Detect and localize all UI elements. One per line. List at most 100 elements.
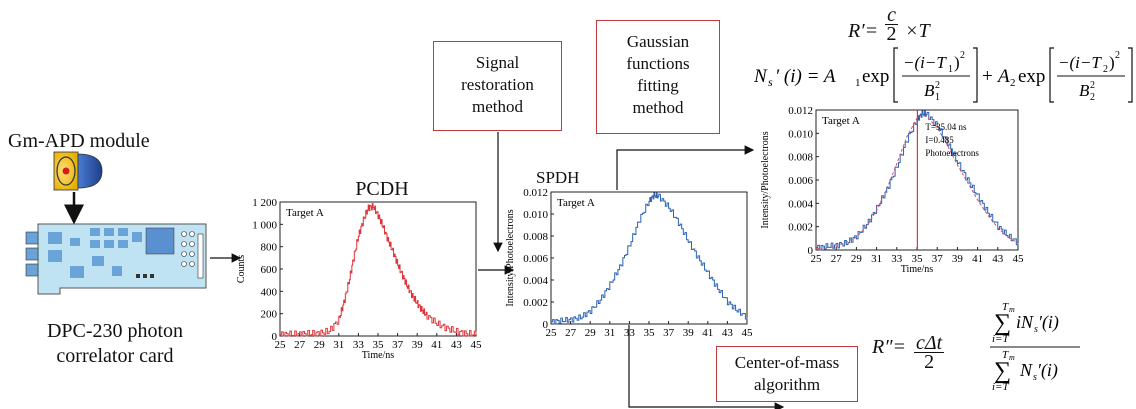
svg-text:∑: ∑ xyxy=(994,358,1011,384)
y-tick-label: 400 xyxy=(261,286,278,298)
y-tick-label: 0.008 xyxy=(788,152,813,164)
eq3-lhs: R″= xyxy=(872,336,907,359)
x-tick-label: 43 xyxy=(451,339,463,351)
pcdh-title: PCDH xyxy=(355,178,409,200)
card-label-line1: DPC-230 photon xyxy=(46,320,184,342)
gaussian-line3: fitting xyxy=(637,76,679,95)
x-tick-label: 43 xyxy=(722,327,734,338)
x-tick-label: 37 xyxy=(663,327,675,338)
eq2-lhs-rest: ′ (i) = A xyxy=(775,66,836,87)
x-tick-label: 31 xyxy=(604,327,615,338)
y-tick-label: 800 xyxy=(261,242,278,254)
y-tick-label: 0.008 xyxy=(523,231,548,243)
svg-text:2: 2 xyxy=(1103,64,1108,75)
x-tick-label: 39 xyxy=(683,327,695,338)
y-tick-label: 0 xyxy=(272,331,278,343)
target-annotation: Target A xyxy=(822,115,860,127)
svg-text:−(i−T: −(i−T xyxy=(1058,53,1102,72)
x-tick-label: 33 xyxy=(624,327,636,338)
target-annotation: Target A xyxy=(557,197,595,209)
x-tick-label: 45 xyxy=(471,339,483,351)
gaussian-fitting-box: Gaussian functions fitting method xyxy=(596,20,720,134)
x-tick-label: 35 xyxy=(912,253,924,265)
eq1-lhs: R′= xyxy=(848,20,879,43)
arrow-spdh-to-com xyxy=(628,325,785,409)
fit-annotation-line: I=0.485 xyxy=(925,135,954,145)
eq1-num: c xyxy=(885,4,898,26)
x-tick-label: 29 xyxy=(314,339,326,351)
x-tick-label: 39 xyxy=(952,253,964,265)
svg-text:2: 2 xyxy=(1010,77,1016,89)
spdh-series-line xyxy=(551,192,748,325)
svg-text:B: B xyxy=(924,81,935,100)
y-axis-label: Intensity/Photoelectrons xyxy=(760,131,771,228)
x-tick-label: 41 xyxy=(702,327,713,338)
y-tick-label: 0.010 xyxy=(523,209,548,221)
x-tick-label: 27 xyxy=(565,327,577,338)
gaussian-line1: Gaussian xyxy=(626,32,690,51)
x-tick-label: 35 xyxy=(644,327,656,338)
signal-restoration-box: Signal restoration method xyxy=(433,41,562,131)
eq1-rhs: ×T xyxy=(904,20,930,43)
fit-annotation-line: T=35.04 ns xyxy=(925,122,967,132)
svg-text:i=T: i=T xyxy=(992,381,1009,392)
svg-text:T: T xyxy=(1002,301,1009,313)
svg-text:exp: exp xyxy=(862,66,889,87)
svg-text:1: 1 xyxy=(948,64,953,75)
equation-sum-fraction: T m ∑ i=T iN s ′(i) T m ∑ i=T N s ′(i) xyxy=(990,301,1080,392)
signal-restoration-line2: restoration xyxy=(461,75,534,94)
x-tick-label: 27 xyxy=(831,253,843,265)
signal-restoration-line1: Signal xyxy=(475,53,520,72)
x-tick-label: 25 xyxy=(275,339,287,351)
svg-text:N: N xyxy=(1019,360,1033,380)
eq2-lhs-n: N xyxy=(753,66,768,87)
com-line1: Center-of-mass xyxy=(734,353,840,372)
y-tick-label: 0 xyxy=(543,319,549,331)
y-tick-label: 0.004 xyxy=(788,198,813,210)
x-tick-label: 41 xyxy=(972,253,983,265)
svg-text:): ) xyxy=(1109,53,1115,72)
pcb-card-icon xyxy=(25,223,207,295)
svg-text:exp: exp xyxy=(1018,66,1045,87)
arrow-spdh-to-fit xyxy=(616,145,755,190)
equation-range-prime: R′= c 2 ×T xyxy=(848,4,930,46)
svg-text:2: 2 xyxy=(935,80,940,91)
gaussian-line2: functions xyxy=(626,54,690,73)
svg-text:∑: ∑ xyxy=(994,310,1011,336)
center-of-mass-box: Center-of-mass algorithm xyxy=(716,346,858,402)
spdh-title: SPDH xyxy=(536,168,580,187)
x-tick-label: 45 xyxy=(742,327,754,338)
x-tick-label: 29 xyxy=(851,253,863,265)
y-tick-label: 1 000 xyxy=(252,219,277,231)
svg-text:−(i−T: −(i−T xyxy=(903,53,947,72)
svg-text:s: s xyxy=(1034,324,1038,335)
eq1-den: 2 xyxy=(886,23,897,45)
x-tick-label: 31 xyxy=(333,339,344,351)
y-tick-label: 0.012 xyxy=(523,188,548,199)
card-label-line2: correlator card xyxy=(56,345,174,367)
plot-frame xyxy=(279,201,477,337)
x-tick-label: 33 xyxy=(353,339,365,351)
svg-text:s: s xyxy=(1033,372,1037,383)
svg-text:B: B xyxy=(1079,81,1090,100)
signal-restoration-line3: method xyxy=(472,97,523,116)
x-tick-label: 31 xyxy=(871,253,882,265)
x-tick-label: 33 xyxy=(891,253,903,265)
svg-text:1: 1 xyxy=(855,77,861,89)
equation-range-double-prime: R″= cΔt 2 xyxy=(872,333,947,372)
x-tick-label: 27 xyxy=(294,339,306,351)
y-tick-label: 0.004 xyxy=(523,275,548,287)
svg-text:m: m xyxy=(1009,305,1015,314)
svg-text:m: m xyxy=(1009,353,1015,362)
svg-text:2: 2 xyxy=(960,50,965,61)
x-tick-label: 37 xyxy=(932,253,944,265)
fit-data-line xyxy=(816,110,1019,251)
svg-text:T: T xyxy=(1002,349,1009,361)
x-tick-label: 39 xyxy=(412,339,424,351)
fit-gaussian-curve xyxy=(815,114,1019,250)
y-tick-label: 0.012 xyxy=(788,106,813,117)
